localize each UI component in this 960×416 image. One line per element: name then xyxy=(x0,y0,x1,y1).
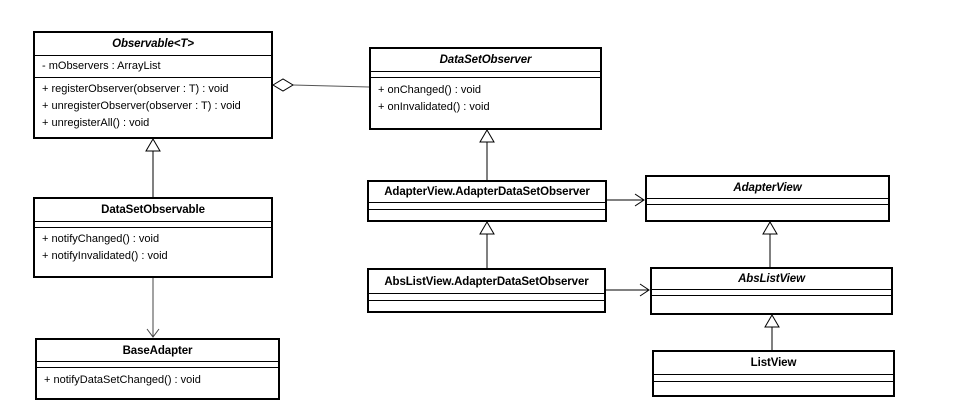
open-arrowhead-icon xyxy=(639,283,650,297)
class-box-abslistview-adapterdatasetobserver: AbsListView.AdapterDataSetObserver xyxy=(367,268,606,313)
method: + onInvalidated() : void xyxy=(378,101,490,113)
association-datasetobservable-to-baseadapter xyxy=(146,278,160,338)
class-title: AdapterView.AdapterDataSetObserver xyxy=(369,182,605,203)
hollow-diamond-icon xyxy=(272,78,294,92)
generalization-listview-to-abslistview xyxy=(764,314,780,350)
class-title: BaseAdapter xyxy=(37,340,278,362)
class-title: DataSetObserver xyxy=(371,49,600,72)
generalization-abslistviewobserver-to-adapterviewobserver xyxy=(479,221,495,268)
attribute: - mObservers : ArrayList xyxy=(42,60,161,72)
attributes-compartment xyxy=(37,362,278,368)
attributes-compartment: - mObservers : ArrayList xyxy=(35,56,271,78)
class-box-baseadapter: BaseAdapter + notifyDataSetChanged() : v… xyxy=(35,338,280,400)
class-box-adapterview: AdapterView xyxy=(645,175,890,222)
class-title: AdapterView xyxy=(647,177,888,199)
class-box-adapterview-adapterdatasetobserver: AdapterView.AdapterDataSetObserver xyxy=(367,180,607,222)
aggregation-observable-to-datasetobserver xyxy=(272,78,370,92)
class-title: DataSetObservable xyxy=(35,199,271,222)
methods-compartment: + notifyDataSetChanged() : void xyxy=(37,368,278,389)
attributes-compartment xyxy=(652,290,891,296)
hollow-triangle-icon xyxy=(145,138,161,152)
class-box-abslistview: AbsListView xyxy=(650,267,893,315)
method: + unregisterAll() : void xyxy=(42,117,150,129)
class-box-datasetobserver: DataSetObserver + onChanged() : void + o… xyxy=(369,47,602,130)
hollow-triangle-icon xyxy=(762,221,778,235)
methods-compartment: + registerObserver(observer : T) : void … xyxy=(35,78,271,132)
methods-compartment: + notifyChanged() : void + notifyInvalid… xyxy=(35,228,271,265)
method: + registerObserver(observer : T) : void xyxy=(42,83,229,95)
method: + notifyChanged() : void xyxy=(42,233,160,245)
class-title: ListView xyxy=(654,352,893,375)
attributes-compartment xyxy=(35,222,271,228)
methods-compartment: + onChanged() : void + onInvalidated() :… xyxy=(371,78,600,116)
method: + onChanged() : void xyxy=(378,84,482,96)
generalization-datasetobservable-to-observable xyxy=(145,138,161,197)
generalization-adapterviewobserver-to-datasetobserver xyxy=(479,129,495,180)
association-abslistviewobserver-to-abslistview xyxy=(606,283,650,297)
association-adapterviewobserver-to-adapterview xyxy=(607,193,645,207)
class-title: AbsListView xyxy=(652,269,891,290)
open-arrowhead-icon xyxy=(634,193,645,207)
class-box-listview: ListView xyxy=(652,350,895,397)
class-box-observable: Observable<T> - mObservers : ArrayList +… xyxy=(33,31,273,139)
method: + notifyDataSetChanged() : void xyxy=(44,374,201,386)
generalization-abslistview-to-adapterview xyxy=(762,221,778,267)
attributes-compartment xyxy=(369,294,604,301)
method: + unregisterObserver(observer : T) : voi… xyxy=(42,100,241,112)
class-title: AbsListView.AdapterDataSetObserver xyxy=(369,270,604,294)
hollow-triangle-icon xyxy=(764,314,780,328)
attributes-compartment xyxy=(371,72,600,78)
attributes-compartment xyxy=(369,203,605,210)
attributes-compartment xyxy=(654,375,893,382)
hollow-triangle-icon xyxy=(479,129,495,143)
class-title: Observable<T> xyxy=(35,33,271,56)
attributes-compartment xyxy=(647,199,888,205)
class-box-datasetobservable: DataSetObservable + notifyChanged() : vo… xyxy=(33,197,273,278)
open-arrowhead-icon xyxy=(146,328,160,338)
hollow-triangle-icon xyxy=(479,221,495,235)
method: + notifyInvalidated() : void xyxy=(42,250,168,262)
